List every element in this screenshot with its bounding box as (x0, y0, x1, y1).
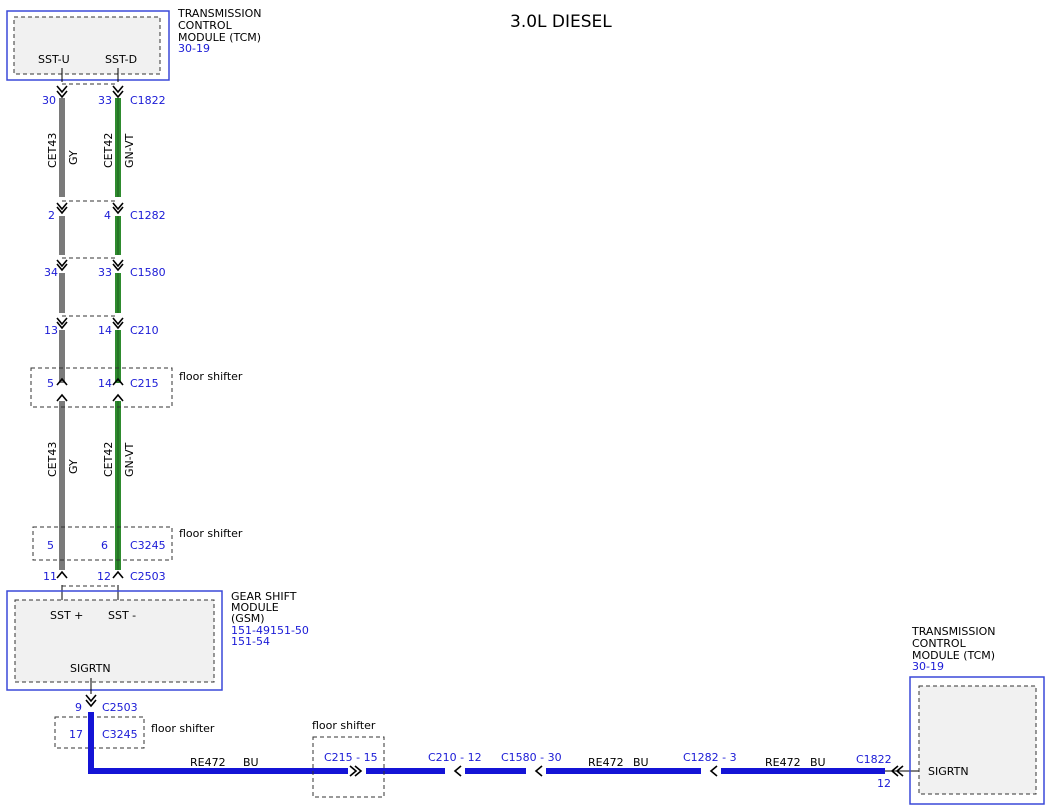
wire-color-gy-lower: GY (67, 459, 80, 474)
connector-c1822-left-pin: 30 (42, 94, 56, 107)
connector-c3245-left-pin: 5 (47, 539, 54, 552)
connector-c210: 13 14 C210 (44, 315, 159, 337)
wire-bu-label-2: BU (633, 756, 649, 769)
wire-bu-label-1: BU (243, 756, 259, 769)
tcm-top-pin-sst-u: SST-U (38, 53, 70, 66)
connector-c3245: 5 6 C3245 floor shifter (32, 526, 243, 561)
connector-c1822-name: C1822 (130, 94, 166, 107)
gsm-pin-sst-plus: SST + (50, 609, 83, 622)
connector-c2503-top: 11 12 C2503 (43, 570, 166, 587)
tcm-top-module: SST-U SST-D TRANSMISSION CONTROL MODULE … (6, 7, 261, 81)
connector-c1580-bottom-label: C1580 - 30 (501, 751, 562, 764)
gsm-pin-sst-minus: SST - (108, 609, 136, 622)
connector-c210-left-pin: 13 (44, 324, 58, 337)
gsm-bottom-pin-9: 9 (75, 701, 82, 714)
connector-c215-box (30, 367, 173, 408)
connector-c3245-box (32, 526, 173, 561)
connector-c215-bottom-note: floor shifter (312, 719, 376, 732)
gsm-pin-sigrtn: SIGRTN (70, 662, 111, 675)
tcm-top-name-line2: CONTROL (178, 19, 233, 32)
connector-c215: 5 14 C215 floor shifter (30, 367, 243, 408)
tcm-bottom-inner-box (918, 685, 1037, 795)
wire-color-gy-upper: GY (67, 150, 80, 165)
wire-color-gnvt-upper: GN-VT (123, 133, 136, 168)
connector-c210-bottom-label: C210 - 12 (428, 751, 482, 764)
connector-c3245-note: floor shifter (179, 527, 243, 540)
connector-c1282-right-pin: 4 (104, 209, 111, 222)
connector-c2503-left-pin: 11 (43, 570, 57, 583)
wire-label-cet42-lower: CET42 (102, 442, 115, 477)
wire-color-gnvt-lower: GN-VT (123, 442, 136, 477)
connector-c215-bottom-label: C215 - 15 (324, 751, 378, 764)
connector-c215-bottom-box (312, 736, 385, 798)
tcm-bottom-name-line3: MODULE (TCM) (912, 649, 995, 662)
gsm-outer-box (6, 590, 223, 691)
connector-c2503-name: C2503 (130, 570, 166, 583)
wire-re472-label-2: RE472 (588, 756, 624, 769)
bottom-blue-circuit: 9 C2503 17 C3245 floor shifter floor shi… (54, 678, 920, 798)
gsm-name-line1: GEAR SHIFT (231, 590, 297, 603)
tcm-top-ref: 30-19 (178, 42, 210, 55)
tcm-bottom-pin-num: 12 (877, 777, 891, 790)
tcm-bottom-outer-box (909, 676, 1045, 805)
connector-c215-note: floor shifter (179, 370, 243, 383)
connector-c3245-right-pin: 6 (101, 539, 108, 552)
connector-c1580: 34 33 C1580 (44, 257, 166, 279)
connector-c1822: 30 33 C1822 (42, 83, 166, 107)
tcm-bottom-pin-sigrtn: SIGRTN (928, 765, 969, 778)
connector-c1580-left-pin: 34 (44, 266, 58, 279)
connector-c3245-bottom-name: C3245 (102, 728, 138, 741)
connector-c1282-left-pin: 2 (48, 209, 55, 222)
tcm-bottom-ref: 30-19 (912, 660, 944, 673)
connector-c3245-bottom-pin: 17 (69, 728, 83, 741)
gsm-module: SST + SST - SIGRTN GEAR SHIFT MODULE (GS… (6, 590, 309, 691)
connector-c1822-bottom-name: C1822 (856, 753, 892, 766)
wire-re472-label-1: RE472 (190, 756, 226, 769)
wire-labels: CET43 GY CET42 GN-VT CET43 GY CET42 GN-V… (46, 133, 136, 477)
wire-label-cet42-upper: CET42 (102, 133, 115, 168)
tcm-bottom-name-line1: TRANSMISSION (911, 625, 995, 638)
connector-c215-left-pin: 5 (47, 377, 54, 390)
tcm-top-name-line3: MODULE (TCM) (178, 31, 261, 44)
gsm-inner-box (14, 599, 215, 683)
connector-c1580-right-pin: 33 (98, 266, 112, 279)
gsm-name-line2: MODULE (231, 601, 279, 614)
wire-label-cet43-lower: CET43 (46, 442, 59, 477)
wire-label-cet43-upper: CET43 (46, 133, 59, 168)
connector-c3245-bottom-note: floor shifter (151, 722, 215, 735)
connector-c3245-name: C3245 (130, 539, 166, 552)
gsm-ref-line2: 151-54 (231, 635, 270, 648)
connector-c3245-bottom-box (54, 716, 145, 749)
vertical-wires (59, 68, 121, 600)
diagram-title: 3.0L DIESEL (510, 12, 612, 32)
connector-c1282: 2 4 C1282 (48, 200, 166, 222)
wire-bu-label-3: BU (810, 756, 826, 769)
connector-c215-right-pin: 14 (98, 377, 112, 390)
tcm-top-pin-sst-d: SST-D (105, 53, 137, 66)
connector-c1822-right-pin: 33 (98, 94, 112, 107)
tcm-bottom-module: SIGRTN TRANSMISSION CONTROL MODULE (TCM)… (909, 625, 1045, 805)
connector-c215-name: C215 (130, 377, 159, 390)
wire-re472-label-3: RE472 (765, 756, 801, 769)
tcm-bottom-name-line2: CONTROL (912, 637, 967, 650)
connector-c1282-bottom-label: C1282 - 3 (683, 751, 737, 764)
wire-re472-seg1 (88, 712, 348, 774)
gsm-ref-line1: 151-49151-50 (231, 624, 309, 637)
connector-c210-right-pin: 14 (98, 324, 112, 337)
connector-c2503-right-pin: 12 (97, 570, 111, 583)
connector-c1580-name: C1580 (130, 266, 166, 279)
connector-c210-name: C210 (130, 324, 159, 337)
gsm-name-line3: (GSM) (231, 612, 265, 625)
tcm-top-outer-box (6, 10, 170, 81)
tcm-top-inner-box (13, 16, 161, 75)
gsm-bottom-connector-c2503: C2503 (102, 701, 138, 714)
connector-c1282-name: C1282 (130, 209, 166, 222)
tcm-top-name-line1: TRANSMISSION (177, 7, 261, 20)
